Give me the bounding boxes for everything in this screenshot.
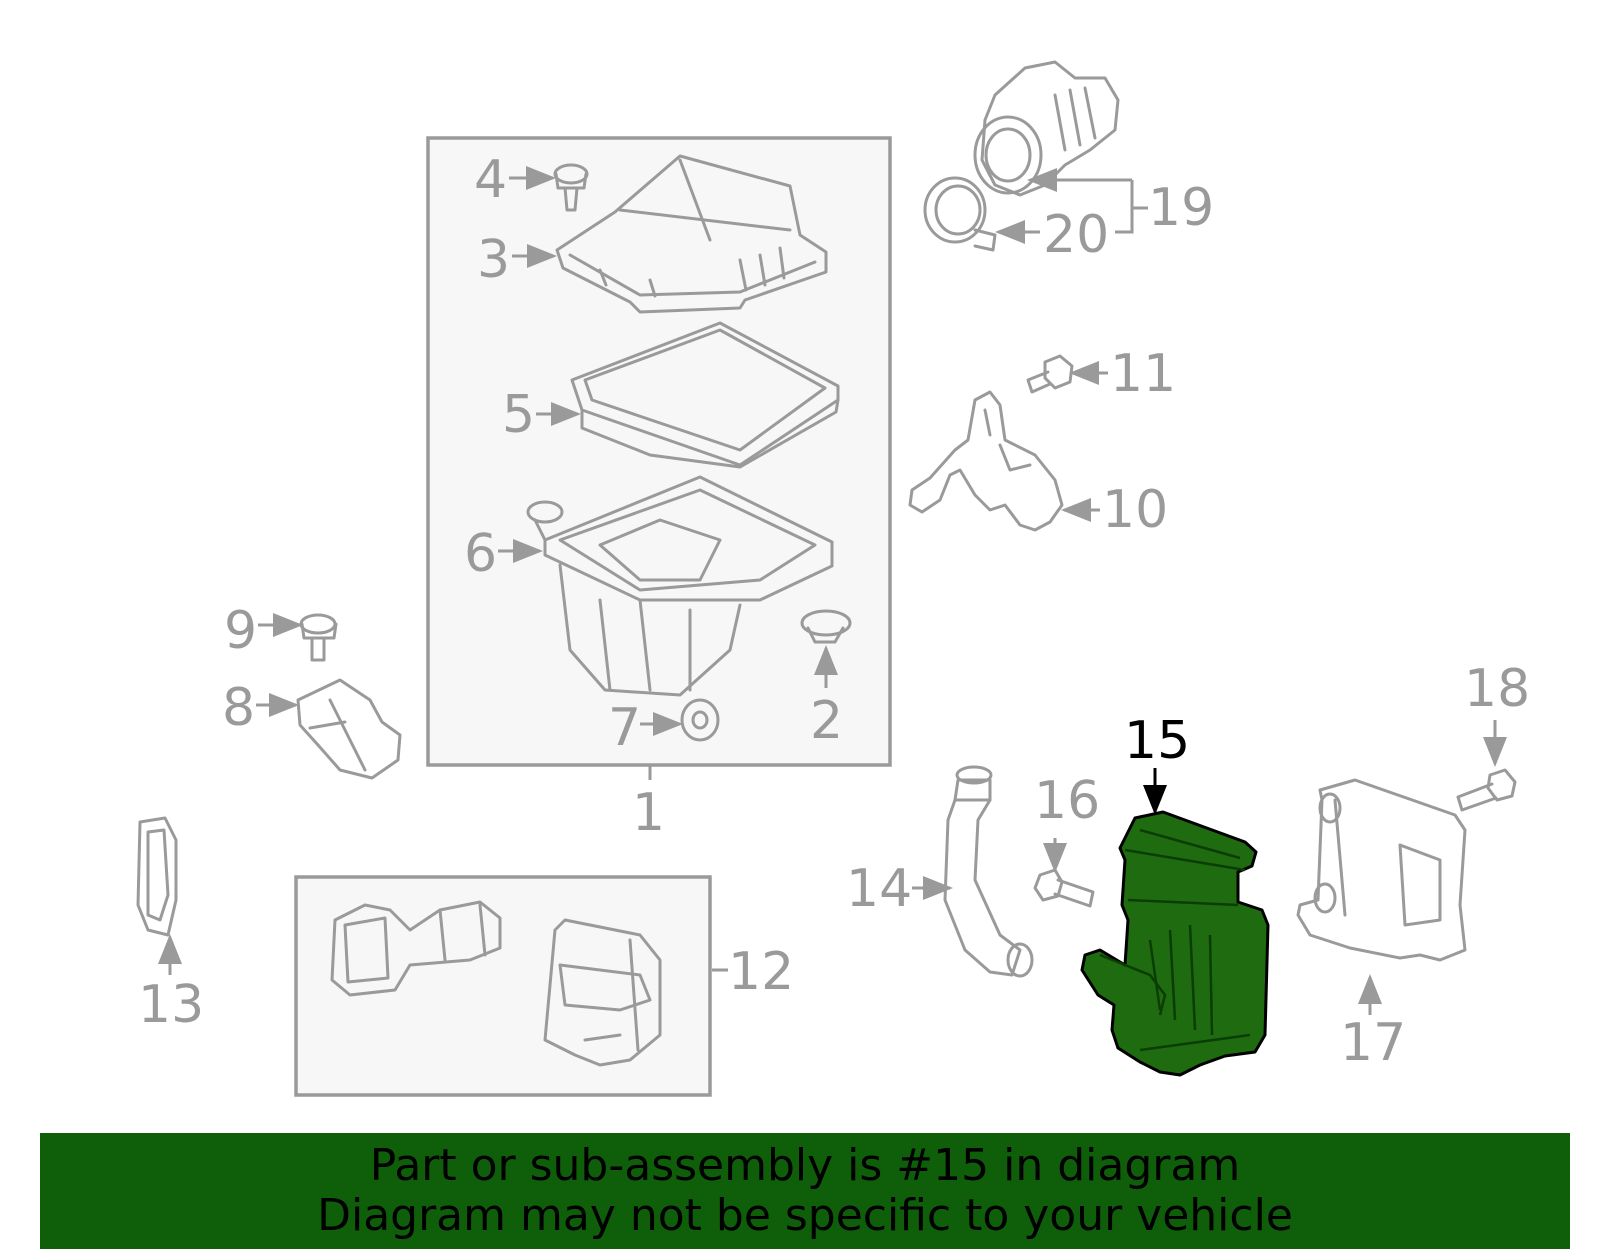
callout-17: 17 xyxy=(1340,1013,1406,1073)
callout-8: 8 xyxy=(222,678,255,738)
callout-6: 6 xyxy=(464,524,497,584)
callout-3: 3 xyxy=(477,230,510,290)
part-3-cover[interactable] xyxy=(555,154,828,314)
banner-line-2: Diagram may not be specific to your vehi… xyxy=(317,1190,1293,1241)
callout-1: 1 xyxy=(632,783,665,843)
part-12-duct-right[interactable] xyxy=(543,918,662,1067)
banner-line-1: Part or sub-assembly is #15 in diagram xyxy=(369,1140,1241,1191)
callout-13: 13 xyxy=(138,975,204,1035)
assembly-box-12 xyxy=(294,875,712,1097)
part-17-shield[interactable] xyxy=(1296,778,1467,962)
callout-12: 12 xyxy=(728,942,794,1002)
part-10-sensor[interactable] xyxy=(908,390,1064,532)
part-9-bolt[interactable] xyxy=(299,613,338,662)
part-6-lower-case[interactable] xyxy=(526,475,834,697)
part-15-highlighted[interactable] xyxy=(1080,810,1270,1077)
part-19-intake-duct[interactable] xyxy=(973,60,1120,197)
callout-15: 15 xyxy=(1124,711,1190,771)
part-13-seal[interactable] xyxy=(136,816,178,937)
callout-20: 20 xyxy=(1043,205,1109,265)
callout-7: 7 xyxy=(608,698,641,758)
callout-5: 5 xyxy=(502,385,535,445)
part-11-bolt[interactable] xyxy=(1026,354,1074,394)
info-banner: Part or sub-assembly is #15 in diagram D… xyxy=(40,1133,1570,1249)
callout-10: 10 xyxy=(1102,480,1168,540)
part-5-filter[interactable] xyxy=(570,321,840,469)
part-2-grommet[interactable] xyxy=(800,609,852,644)
part-12-duct-left[interactable] xyxy=(330,900,502,997)
part-16-bolt[interactable] xyxy=(1033,868,1095,908)
callout-9: 9 xyxy=(224,601,257,661)
callout-14: 14 xyxy=(846,859,912,919)
part-20-clamp[interactable] xyxy=(923,176,997,252)
callout-4: 4 xyxy=(474,150,507,210)
part-18-bolt[interactable] xyxy=(1456,768,1517,812)
callout-18: 18 xyxy=(1464,659,1530,719)
callout-16: 16 xyxy=(1034,771,1100,831)
part-14-hose[interactable] xyxy=(943,765,1034,978)
part-8-bracket[interactable] xyxy=(296,678,402,780)
callout-11: 11 xyxy=(1110,344,1176,404)
callout-19: 19 xyxy=(1148,178,1214,238)
callout-2: 2 xyxy=(810,691,843,751)
